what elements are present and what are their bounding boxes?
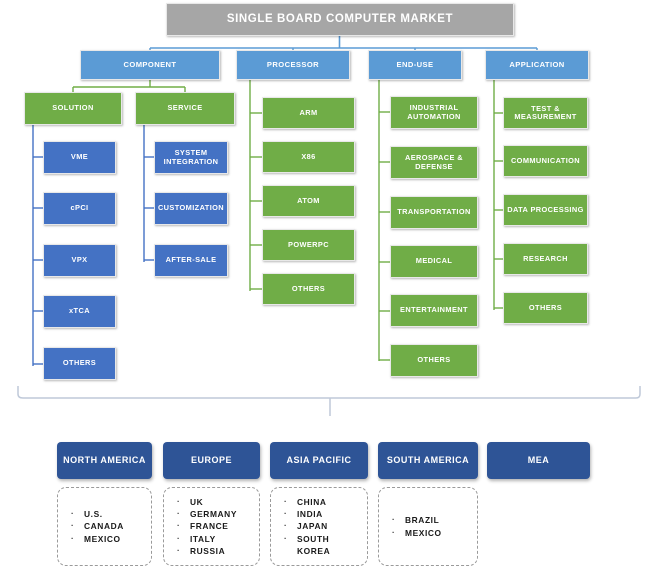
application-item-data-processing[interactable]: DATA PROCESSING bbox=[503, 194, 588, 226]
processor-item-arm[interactable]: ARM bbox=[262, 97, 355, 129]
application-item-test-measurement[interactable]: TEST & MEASUREMENT bbox=[503, 97, 588, 129]
diagram-title: SINGLE BOARD COMPUTER MARKET bbox=[166, 3, 514, 36]
country-card-south-america: ·BRAZIL·MEXICO bbox=[378, 487, 478, 566]
end-use-item-medical[interactable]: MEDICAL bbox=[390, 245, 478, 278]
end-use-item-others[interactable]: OTHERS bbox=[390, 344, 478, 377]
end-use-item-transportation[interactable]: TRANSPORTATION bbox=[390, 196, 478, 229]
region-asia-pacific[interactable]: ASIA PACIFIC bbox=[270, 442, 368, 479]
country-item: ·CANADA bbox=[71, 521, 124, 532]
country-item: ·CHINA bbox=[284, 497, 327, 508]
bullet-icon: · bbox=[284, 533, 288, 543]
country-item: ·RUSSIA bbox=[177, 545, 226, 556]
bullet-icon: · bbox=[177, 509, 181, 519]
segment-component[interactable]: COMPONENT bbox=[80, 50, 220, 80]
bullet-icon: · bbox=[71, 509, 75, 519]
bullet-icon: · bbox=[177, 497, 181, 507]
end-use-item-aerospace-defense[interactable]: AEROSPACE & DEFENSE bbox=[390, 146, 478, 179]
country-list-north-america: ·U.S.·CANADA·MEXICO bbox=[58, 508, 124, 545]
solution-item-others[interactable]: OTHERS bbox=[43, 347, 116, 380]
segment-application[interactable]: APPLICATION bbox=[485, 50, 589, 80]
region-mea[interactable]: MEA bbox=[487, 442, 590, 479]
service-item-system-integration[interactable]: SYSTEM INTEGRATION bbox=[154, 141, 228, 174]
solution-item-vpx[interactable]: VPX bbox=[43, 244, 116, 277]
bullet-icon: · bbox=[177, 545, 181, 555]
bullet-icon: · bbox=[284, 497, 288, 507]
bullet-icon: · bbox=[71, 521, 75, 531]
country-item: ·MEXICO bbox=[392, 527, 442, 538]
solution-item-vme[interactable]: VME bbox=[43, 141, 116, 174]
country-item: ·MEXICO bbox=[71, 533, 121, 544]
country-item: ·INDIA bbox=[284, 509, 323, 520]
processor-item-others[interactable]: OTHERS bbox=[262, 273, 355, 305]
end-use-item-entertainment[interactable]: ENTERTAINMENT bbox=[390, 294, 478, 327]
bullet-icon: · bbox=[284, 509, 288, 519]
bullet-icon: · bbox=[392, 527, 396, 537]
country-item: ·U.S. bbox=[71, 509, 103, 520]
country-item: ·FRANCE bbox=[177, 521, 229, 532]
country-item: ·ITALY bbox=[177, 533, 216, 544]
bullet-icon: · bbox=[177, 533, 181, 543]
service-item-customization[interactable]: CUSTOMIZATION bbox=[154, 192, 228, 225]
country-item-continuation: KOREA bbox=[297, 545, 331, 556]
region-north-america[interactable]: NORTH AMERICA bbox=[57, 442, 152, 479]
application-item-others[interactable]: OTHERS bbox=[503, 292, 588, 324]
application-item-research[interactable]: RESEARCH bbox=[503, 243, 588, 275]
bullet-icon: · bbox=[392, 515, 396, 525]
processor-item-x86[interactable]: X86 bbox=[262, 141, 355, 173]
bullet-icon: · bbox=[284, 521, 288, 531]
processor-item-powerpc[interactable]: POWERPC bbox=[262, 229, 355, 261]
solution-item-cpci[interactable]: cPCI bbox=[43, 192, 116, 225]
country-item: ·BRAZIL bbox=[392, 515, 440, 526]
country-item: ·UK bbox=[177, 497, 204, 508]
region-south-america[interactable]: SOUTH AMERICA bbox=[378, 442, 478, 479]
bullet-icon: · bbox=[177, 521, 181, 531]
service-item-after-sale[interactable]: AFTER-SALE bbox=[154, 244, 228, 277]
end-use-item-industrial-automation[interactable]: INDUSTRIAL AUTOMATION bbox=[390, 96, 478, 129]
component-solution[interactable]: SOLUTION bbox=[24, 92, 122, 125]
segment-processor[interactable]: PROCESSOR bbox=[236, 50, 350, 80]
country-list-europe: ·UK·GERMANY·FRANCE·ITALY·RUSSIA bbox=[164, 496, 237, 557]
bullet-icon: · bbox=[71, 533, 75, 543]
country-item: ·JAPAN bbox=[284, 521, 328, 532]
segment-end-use[interactable]: END-USE bbox=[368, 50, 462, 80]
application-item-communication[interactable]: COMMUNICATION bbox=[503, 145, 588, 177]
region-europe[interactable]: EUROPE bbox=[163, 442, 260, 479]
component-service[interactable]: SERVICE bbox=[135, 92, 235, 125]
solution-item-xtca[interactable]: xTCA bbox=[43, 295, 116, 328]
country-card-north-america: ·U.S.·CANADA·MEXICO bbox=[57, 487, 152, 566]
country-item: ·GERMANY bbox=[177, 509, 238, 520]
processor-item-atom[interactable]: ATOM bbox=[262, 185, 355, 217]
country-card-europe: ·UK·GERMANY·FRANCE·ITALY·RUSSIA bbox=[163, 487, 260, 566]
country-list-south-america: ·BRAZIL·MEXICO bbox=[379, 514, 442, 538]
